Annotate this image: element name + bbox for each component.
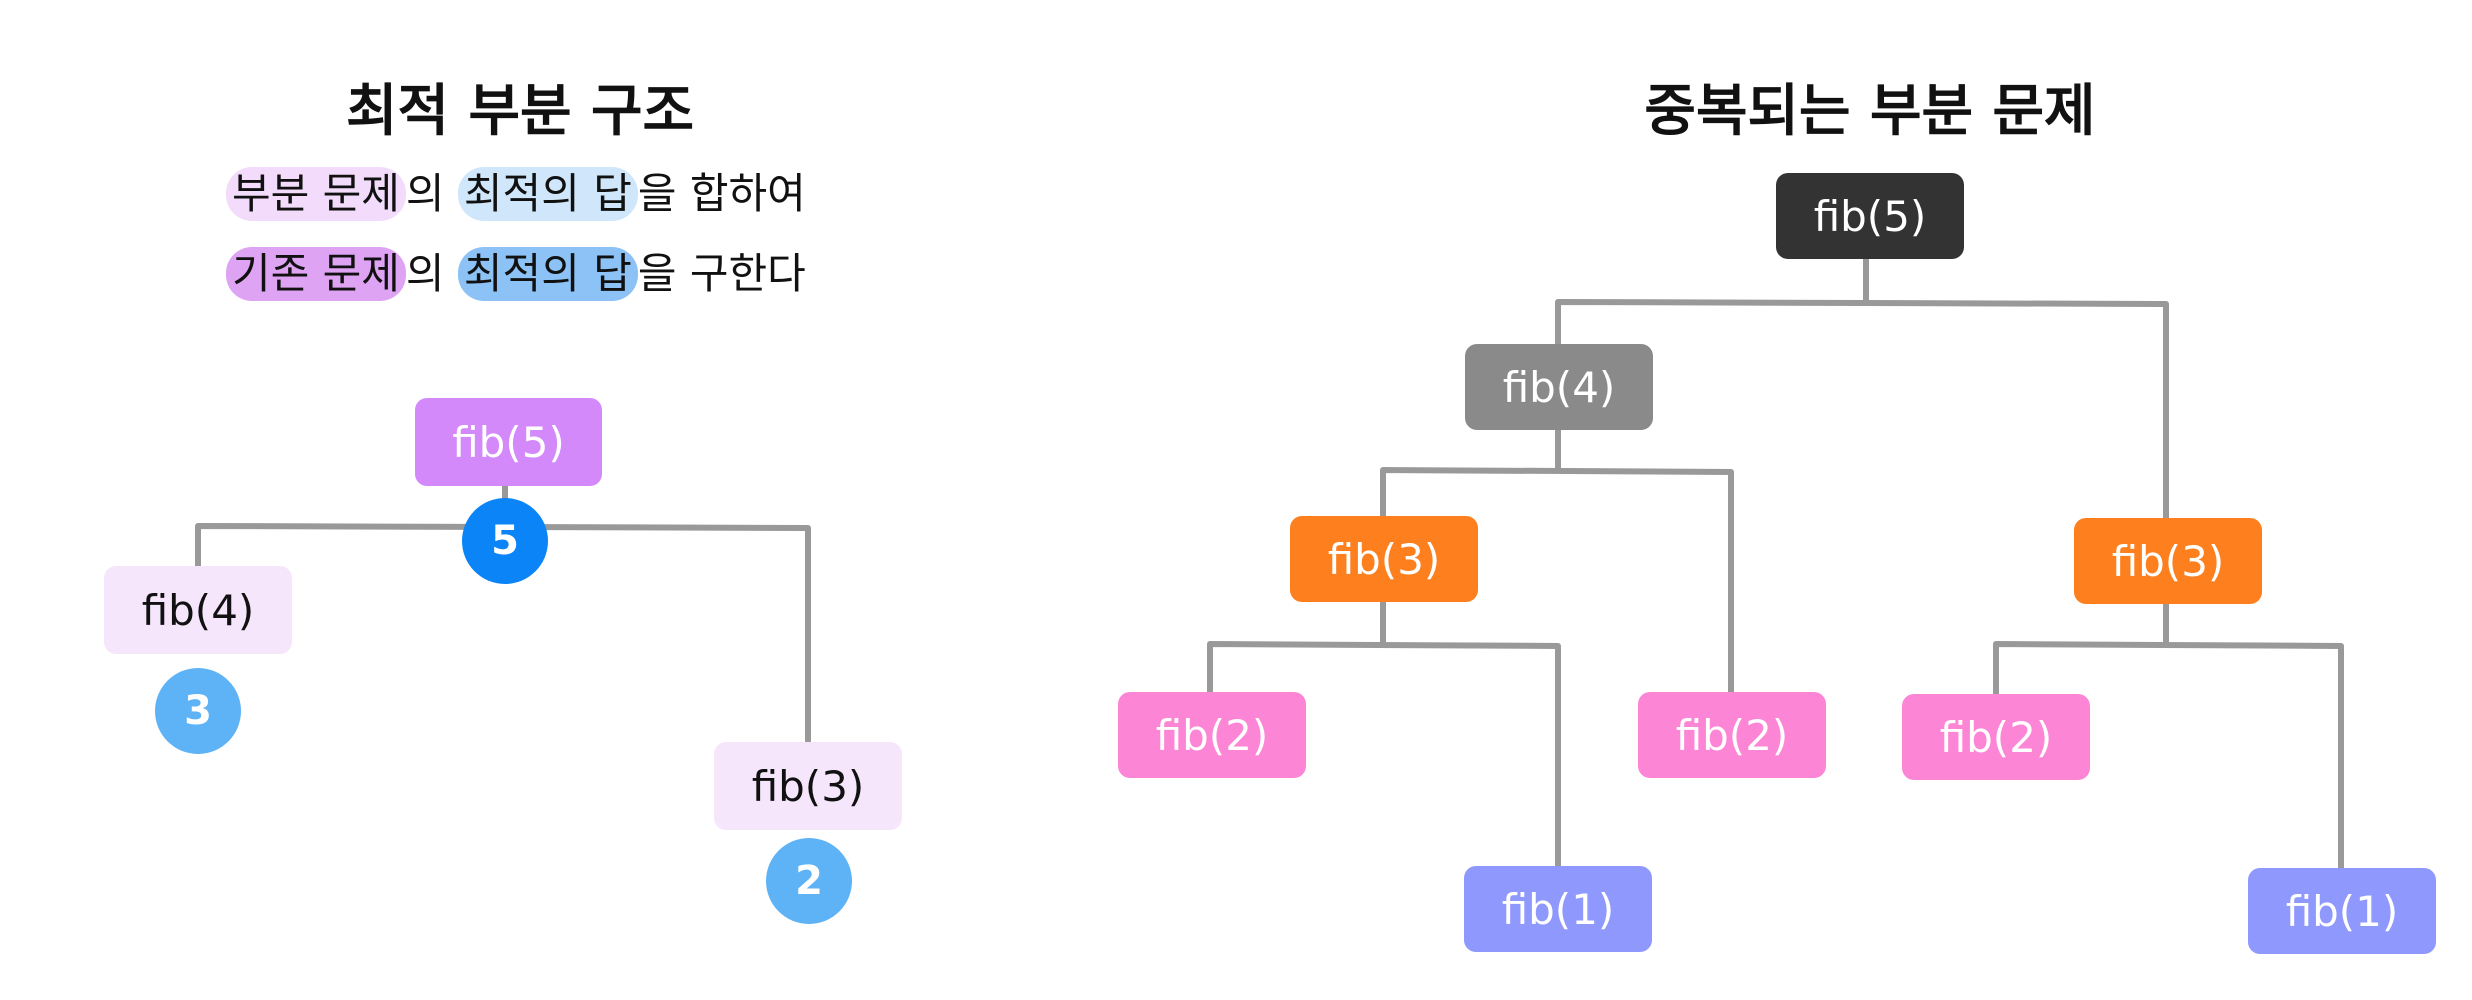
node-fib2-a: fib(2) (1118, 692, 1306, 778)
left-title: 최적 부분 구조 (345, 79, 695, 144)
highlight-optimal-answer: 최적의 답 (457, 247, 638, 301)
node-fib5: fib(5) (1776, 173, 1964, 259)
text-tail: 을 구한다 (637, 249, 806, 298)
connector-fib3a-children (1207, 641, 1561, 868)
text-tail: 을 합하여 (637, 169, 806, 218)
connector-fib3b-children (1993, 641, 2344, 868)
node-left-fib3: fib(3) (714, 742, 902, 830)
connector-fib4-children (1380, 467, 1734, 692)
node-fib3-left: fib(3) (1290, 516, 1478, 602)
connector-fib5-children (1555, 299, 2169, 520)
node-left-fib4: fib(4) (104, 566, 292, 654)
node-fib2-b: fib(2) (1638, 692, 1826, 778)
node-left-fib5: fib(5) (415, 398, 602, 486)
text-connector: 의 (405, 169, 458, 218)
node-fib1-b: fib(1) (2248, 868, 2436, 954)
highlight-original-problem: 기존 문제 (226, 247, 406, 301)
value-circle-left: 3 (155, 668, 241, 754)
value-circle-right: 2 (766, 838, 852, 924)
highlight-subproblem: 부분 문제 (226, 167, 406, 221)
node-fib4: fib(4) (1465, 344, 1653, 430)
node-fib2-c: fib(2) (1902, 694, 2090, 780)
right-title: 중복되는 부분 문제 (1644, 79, 2096, 144)
highlight-optimal-answer: 최적의 답 (457, 167, 638, 221)
value-circle-root: 5 (462, 498, 548, 584)
node-fib1-a: fib(1) (1464, 866, 1652, 952)
node-fib3-right: fib(3) (2074, 518, 2262, 604)
text-connector: 의 (405, 249, 458, 298)
